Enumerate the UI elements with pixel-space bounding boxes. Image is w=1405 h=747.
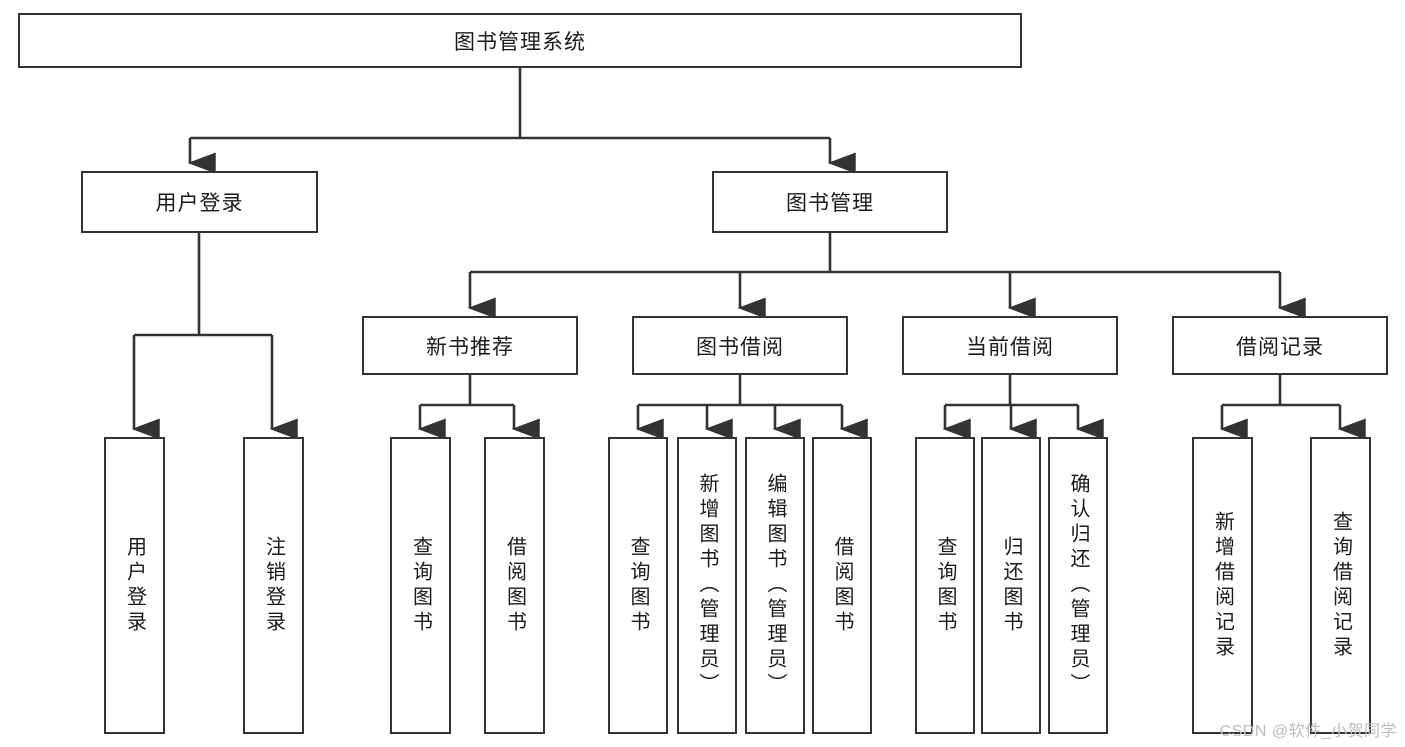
node-label-leaf-borrow-book-rec: 借阅图书 [503,535,526,636]
node-label-book-borrow: 图书借阅 [696,335,784,359]
node-leaf-confirm-return-admin[interactable]: 确认归还（管理员） [1048,437,1108,734]
node-root[interactable]: 图书管理系统 [18,13,1022,68]
node-label-leaf-user-login: 用户登录 [123,535,146,636]
node-leaf-user-login[interactable]: 用户登录 [104,437,165,734]
node-label-leaf-query-borrow-record: 查询借阅记录 [1329,510,1352,661]
node-leaf-query-book-rec[interactable]: 查询图书 [390,437,451,734]
node-leaf-borrow-book[interactable]: 借阅图书 [812,437,872,734]
node-label-leaf-user-logout: 注销登录 [262,535,285,636]
node-label-root: 图书管理系统 [454,30,586,54]
node-leaf-return-book[interactable]: 归还图书 [981,437,1041,734]
node-book-borrow[interactable]: 图书借阅 [632,316,848,375]
node-leaf-edit-book-admin[interactable]: 编辑图书（管理员） [745,437,805,734]
node-label-leaf-return-book: 归还图书 [1000,535,1022,636]
node-current-borrow[interactable]: 当前借阅 [902,316,1118,375]
node-label-leaf-edit-book-admin: 编辑图书（管理员） [764,473,786,698]
node-new-book-recommend[interactable]: 新书推荐 [362,316,578,375]
node-label-leaf-confirm-return-admin: 确认归还（管理员） [1067,473,1089,698]
node-label-current-borrow: 当前借阅 [966,335,1054,359]
node-leaf-borrow-book-rec[interactable]: 借阅图书 [484,437,545,734]
node-label-leaf-query-book-borrow: 查询图书 [627,535,649,636]
node-label-leaf-query-book-current: 查询图书 [934,535,956,636]
node-user-login[interactable]: 用户登录 [81,171,318,233]
node-label-user-login: 用户登录 [155,192,244,215]
node-leaf-add-borrow-record[interactable]: 新增借阅记录 [1192,437,1253,734]
node-label-borrow-record: 借阅记录 [1236,335,1324,359]
watermark: CSDN @软件_小贺同学 [1219,723,1397,740]
node-label-leaf-add-borrow-record: 新增借阅记录 [1211,510,1234,661]
node-leaf-add-book-admin[interactable]: 新增图书（管理员） [677,437,737,734]
node-borrow-record[interactable]: 借阅记录 [1172,316,1388,375]
node-label-leaf-query-book-rec: 查询图书 [409,535,432,636]
node-label-leaf-borrow-book: 借阅图书 [831,535,853,636]
node-label-book-management: 图书管理 [786,192,874,215]
node-label-leaf-add-book-admin: 新增图书（管理员） [696,473,718,698]
node-leaf-user-logout[interactable]: 注销登录 [243,437,304,734]
node-leaf-query-borrow-record[interactable]: 查询借阅记录 [1310,437,1371,734]
node-label-new-book-recommend: 新书推荐 [426,335,514,359]
node-book-management[interactable]: 图书管理 [712,171,948,233]
node-leaf-query-book-borrow[interactable]: 查询图书 [608,437,668,734]
node-leaf-query-book-current[interactable]: 查询图书 [915,437,975,734]
